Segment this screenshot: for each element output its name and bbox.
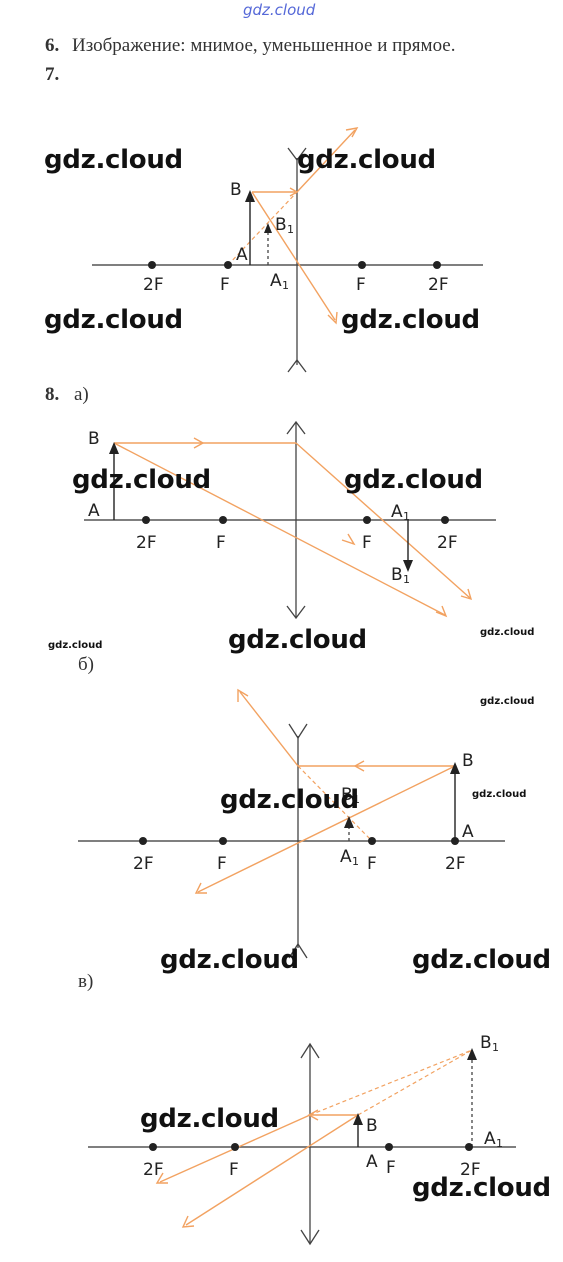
lens-bottom-arrow	[287, 358, 307, 373]
watermark: gdz.cloud	[344, 465, 483, 495]
lens-top-arrow	[286, 420, 306, 435]
label-b1: B	[341, 785, 353, 805]
ray-virtual	[227, 191, 298, 266]
label-b1: B	[275, 215, 287, 235]
ray-center	[251, 191, 336, 321]
label-f-right: F	[356, 275, 366, 295]
svg-text:1: 1	[403, 573, 410, 586]
label-f-right: F	[367, 854, 377, 874]
label-a: A	[88, 501, 100, 521]
label-2f-left: 2F	[143, 275, 164, 295]
diagram-8v: 2F F F 2F A B A 1 B 1	[88, 1033, 516, 1246]
ray-refracted	[239, 691, 299, 767]
label-2f-left: 2F	[133, 854, 154, 874]
watermark: gdz.cloud	[220, 785, 359, 815]
ray-virtual-2	[357, 1049, 473, 1116]
item-6-text: Изображение: мнимое, уменьшенное и прямо…	[72, 35, 456, 56]
ray-center	[185, 1114, 359, 1226]
item-6: 6. Изображение: мнимое, уменьшенное и пр…	[45, 35, 456, 57]
item-8-number: 8.	[45, 384, 60, 405]
item-8v-label: в)	[78, 971, 94, 992]
label-2f-right: 2F	[437, 533, 458, 553]
label-2f-right: 2F	[445, 854, 466, 874]
label-f-right: F	[386, 1158, 396, 1178]
svg-text:1: 1	[403, 510, 410, 523]
label-f-left: F	[229, 1160, 239, 1180]
label-a1: A	[340, 847, 352, 867]
watermark: gdz.cloud	[412, 945, 551, 975]
label-a: A	[462, 822, 474, 842]
label-b1: B	[480, 1033, 492, 1053]
item-6-number: 6.	[45, 35, 60, 56]
label-b: B	[230, 180, 242, 200]
label-2f-right: 2F	[428, 275, 449, 295]
lens-bottom-arrow	[286, 605, 306, 620]
ray-center	[197, 765, 456, 893]
ray-center	[113, 442, 446, 616]
svg-text:1: 1	[353, 793, 360, 806]
label-f-left: F	[216, 533, 226, 553]
label-a1: A	[484, 1129, 496, 1149]
watermark: gdz.cloud	[140, 1104, 279, 1134]
lens-bottom-arrow	[288, 942, 308, 959]
svg-text:1: 1	[282, 279, 289, 292]
label-2f-left: 2F	[136, 533, 157, 553]
label-b: B	[88, 429, 100, 449]
watermark-small: gdz.cloud	[472, 789, 527, 800]
diagram-7: 2F F F 2F A B B 1 A 1	[92, 127, 483, 373]
item-7-number: 7.	[45, 64, 60, 85]
label-b1: B	[391, 565, 403, 585]
svg-text:1: 1	[492, 1041, 499, 1054]
watermark: gdz.cloud	[412, 1173, 551, 1203]
ray-refracted	[295, 442, 471, 599]
watermark: gdz.cloud	[72, 465, 211, 495]
watermark-small: gdz.cloud	[480, 696, 535, 707]
label-a1: A	[391, 502, 403, 522]
item-8b-label: б)	[78, 654, 94, 675]
lens-top-arrow	[288, 723, 308, 740]
lens-top-arrow	[287, 147, 307, 162]
ray-virtual	[297, 765, 373, 842]
watermark-top: gdz.cloud	[243, 1, 316, 19]
label-f-left: F	[217, 854, 227, 874]
svg-text:1: 1	[496, 1137, 503, 1150]
svg-text:1: 1	[352, 855, 359, 868]
ray-virtual-1	[309, 1049, 473, 1116]
svg-text:1: 1	[287, 223, 294, 236]
label-f-left: F	[220, 275, 230, 295]
watermark: gdz.cloud	[297, 145, 436, 175]
watermark: gdz.cloud	[160, 945, 299, 975]
label-2f-right: 2F	[460, 1160, 481, 1180]
lens-bottom-arrow	[300, 1229, 320, 1246]
diagram-8b: 2F F F 2F A B A 1 B 1	[78, 688, 505, 959]
watermark: gdz.cloud	[44, 305, 183, 335]
watermark: gdz.cloud	[341, 305, 480, 335]
label-2f-left: 2F	[143, 1160, 164, 1180]
watermark-small: gdz.cloud	[48, 640, 103, 651]
diagram-8a: 2F F F 2F A B A 1 B 1	[84, 420, 496, 620]
label-a1: A	[270, 271, 282, 291]
watermark: gdz.cloud	[44, 145, 183, 175]
item-8: 8. а)	[45, 384, 89, 406]
item-8a-label: а)	[74, 384, 89, 405]
label-b: B	[462, 751, 474, 771]
watermark: gdz.cloud	[228, 625, 367, 655]
label-a: A	[366, 1152, 378, 1172]
ray-refracted	[296, 129, 356, 193]
label-f-right: F	[362, 533, 372, 553]
lens-top-arrow	[300, 1042, 320, 1059]
label-a: A	[236, 245, 248, 265]
label-b: B	[366, 1116, 378, 1136]
watermark-small: gdz.cloud	[480, 627, 535, 638]
